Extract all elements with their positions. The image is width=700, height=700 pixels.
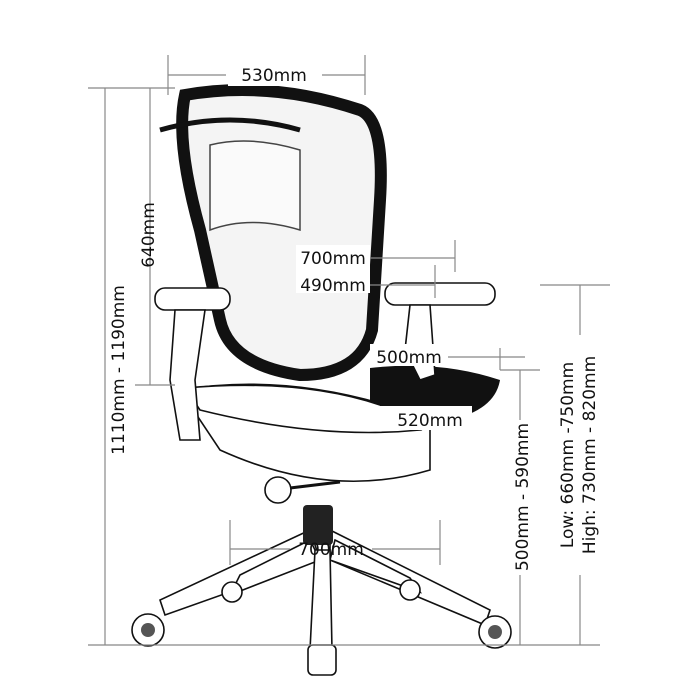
arm-height-high-label: High: 730mm - 820mm: [580, 356, 600, 554]
width-label: 530mm: [241, 66, 307, 86]
total-height-label: 1110mm - 1190mm: [109, 285, 129, 455]
arm-width-label: 490mm: [300, 276, 366, 296]
star-base: [159, 505, 491, 651]
depth-label: 700mm: [300, 249, 366, 269]
seat-depth-label: 520mm: [397, 411, 463, 431]
caster-wheels: [131, 579, 512, 676]
base-width-label: 700mm: [298, 540, 364, 560]
chair-illustration: [131, 84, 512, 676]
seat-width-label: 500mm: [376, 348, 442, 368]
arm-height-low-label: Low: 660mm -750mm: [558, 362, 578, 548]
back-height-label: 640mm: [139, 202, 159, 268]
seat-height-label: 500mm - 590mm: [513, 423, 533, 571]
mesh-backrest: [176, 84, 387, 382]
